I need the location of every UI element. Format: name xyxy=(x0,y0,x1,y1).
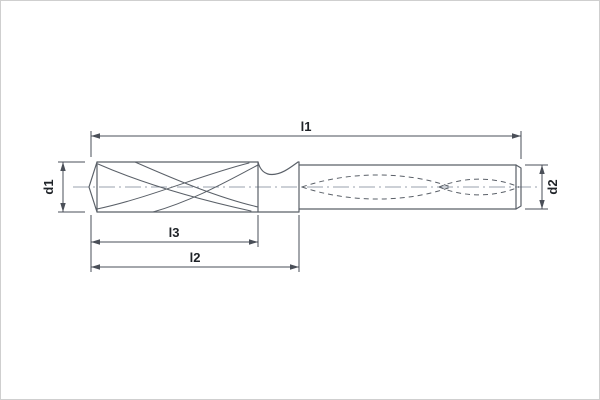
arrowhead-bottom xyxy=(60,203,66,212)
drill-outline xyxy=(88,161,522,213)
coolant-curve xyxy=(438,178,520,188)
coolant-curve xyxy=(438,186,520,196)
dimension-l3: l3 xyxy=(91,215,259,247)
extension-line xyxy=(525,164,548,210)
drill-point xyxy=(88,161,98,213)
flute-curve xyxy=(152,164,259,213)
arrowhead-right xyxy=(290,264,299,270)
arrowhead-left xyxy=(91,133,100,139)
arrowhead-top xyxy=(60,162,66,171)
arrowhead-left xyxy=(91,264,100,270)
extension-line xyxy=(90,215,300,272)
dimension-l1: l1 xyxy=(90,119,522,159)
arrowhead-left xyxy=(91,239,100,245)
shank-end-chamfer xyxy=(515,164,522,210)
dimension-d2: d2 xyxy=(525,164,560,210)
coolant-curve xyxy=(301,174,452,188)
dim-label-l1: l1 xyxy=(301,119,312,134)
flute-curve xyxy=(134,161,259,208)
extension-line xyxy=(90,131,522,159)
arrowhead-right xyxy=(249,239,258,245)
arrowhead-top xyxy=(539,165,545,174)
dimension-l2: l2 xyxy=(90,215,300,272)
flute-runout-notch xyxy=(257,161,300,176)
coolant-channel-hidden-lines xyxy=(301,174,520,200)
flute-curve xyxy=(97,163,252,212)
flute-helix-lines xyxy=(96,161,259,213)
dimension-d1: d1 xyxy=(41,161,85,213)
dim-label-l2: l2 xyxy=(190,250,201,265)
dim-label-l3: l3 xyxy=(169,225,180,240)
flute-curve xyxy=(96,162,250,210)
arrowhead-bottom xyxy=(539,200,545,209)
arrowhead-right xyxy=(512,133,521,139)
coolant-curve xyxy=(301,186,452,200)
dim-label-d2: d2 xyxy=(545,179,560,194)
dim-label-d1: d1 xyxy=(41,179,56,194)
